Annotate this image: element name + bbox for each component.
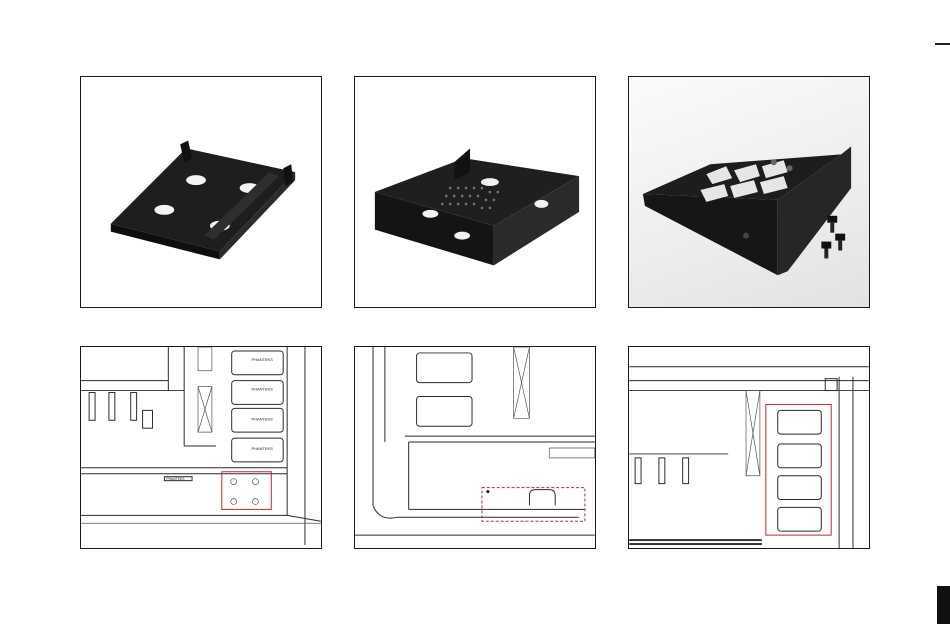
page-side-tab [937,586,950,624]
diagram-drive-cage [628,346,870,549]
diagram-bottom-mount: PHANTEKS PHANTEKS PHANTEKS PHANTEKS PHAN… [80,346,322,549]
ssd-bracket-flat-image [81,77,321,307]
brand-label: PHANTEKS [251,387,273,392]
floor-mount-line-drawing [355,347,595,548]
photo-drive-tray-with-screws [628,76,870,308]
highlight-floor-mount [482,488,585,522]
brand-label: PHANTEKS [166,477,185,481]
bottom-mount-line-drawing: PHANTEKS PHANTEKS PHANTEKS PHANTEKS PHAN… [81,347,321,548]
screw-icon [835,234,845,251]
screw-icon [821,242,831,259]
brand-label: PHANTEKS [251,416,273,421]
highlight-mount-area [222,472,272,510]
drive-cage-line-drawing [629,347,869,548]
photo-ssd-bracket-flat [80,76,322,308]
diagram-floor-mount [354,346,596,549]
brand-label: PHANTEKS [251,446,273,451]
screw-icon [827,216,837,233]
brand-label: PHANTEKS [251,357,273,362]
drive-tray-with-screws-image [629,77,869,307]
photo-drive-bracket-perforated [354,76,596,308]
drive-bracket-perforated-image [355,77,595,307]
page-edge-rule [935,43,950,45]
